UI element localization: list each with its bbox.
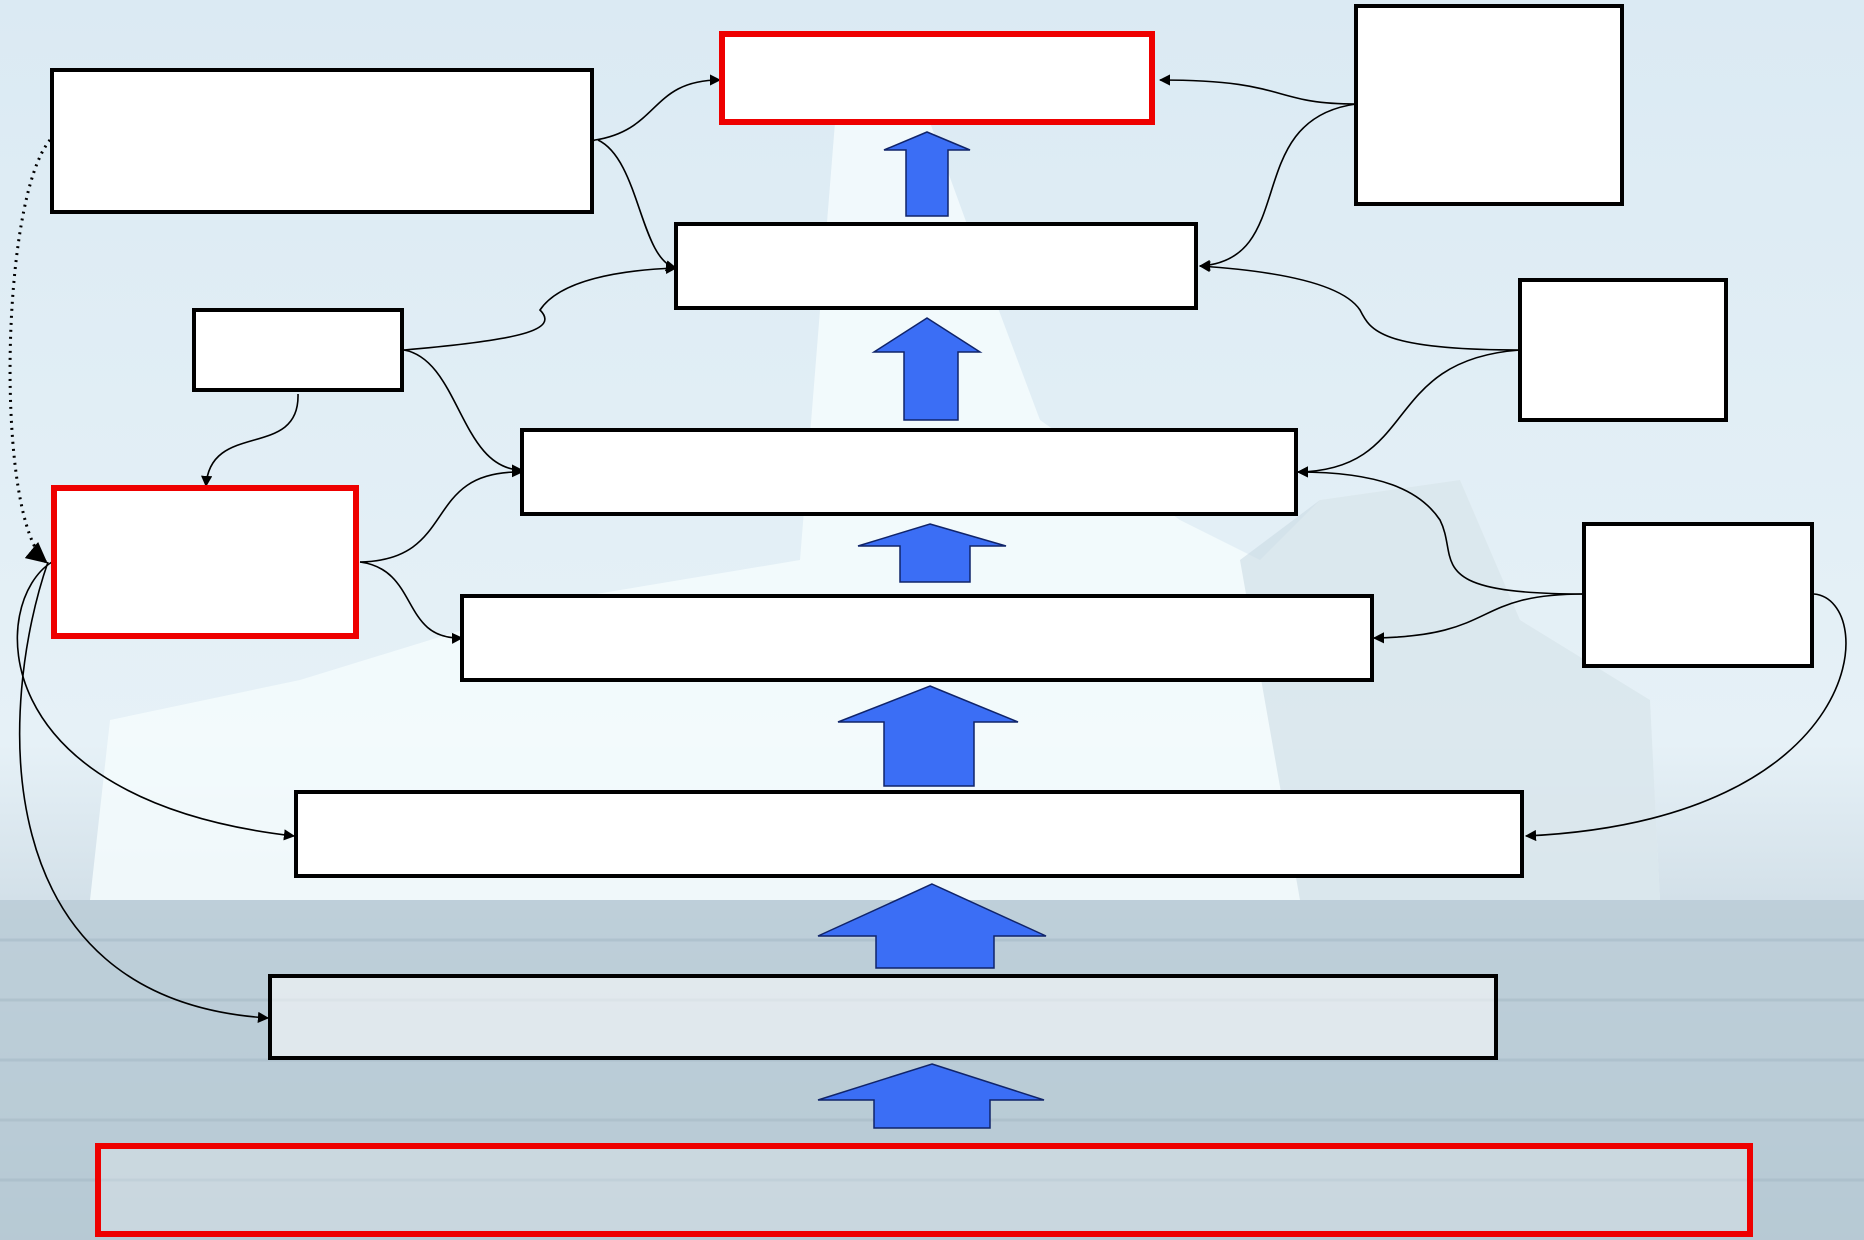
boxes <box>50 4 1814 1237</box>
connector-rightmid-level2 <box>1198 261 1521 351</box>
connector-dotted-topleft-leftred <box>8 139 52 564</box>
connector-leftred-level3 <box>359 466 524 563</box>
connector-rightlower-level4 <box>1372 593 1585 644</box>
connector-small-level2 <box>403 262 678 351</box>
box-left-red <box>51 485 359 639</box>
box-top-left-wide <box>50 68 594 214</box>
up-arrow-level4-level3 <box>857 523 1007 583</box>
box-level-2 <box>674 222 1198 310</box>
up-arrow-level5-level4 <box>837 685 1019 787</box>
connectors <box>8 74 1847 1023</box>
up-arrow-level6-level5 <box>817 883 1047 969</box>
up-arrow-level2-topcenter <box>883 131 971 217</box>
connector-rightlower-level3 <box>1296 466 1585 595</box>
box-small-left <box>192 308 404 392</box>
box-right-lower <box>1582 522 1814 668</box>
connector-rightmid-level3 <box>1296 349 1521 478</box>
box-level-6 <box>268 974 1498 1060</box>
box-level-5 <box>294 790 1524 878</box>
box-right-mid <box>1518 278 1728 422</box>
up-arrow-level3-level2 <box>871 317 983 421</box>
connector-topleft-topcenter <box>584 74 722 148</box>
up-arrow-bottom-level6 <box>817 1063 1045 1129</box>
box-level-3 <box>520 428 1298 516</box>
connector-small-leftred <box>201 393 299 488</box>
connector-rightlower-level5 <box>1524 593 1847 842</box>
box-top-center <box>719 31 1155 125</box>
box-level-4 <box>460 594 1374 682</box>
connector-topleft-level2 <box>597 139 678 272</box>
upward-arrows <box>817 131 1047 1129</box>
connector-leftred-level6 <box>18 561 270 1023</box>
connector-leftred-level4 <box>359 561 464 644</box>
connector-topright-level2 <box>1198 103 1357 271</box>
connector-leftred-level5 <box>16 561 296 841</box>
box-top-right <box>1354 4 1624 206</box>
connector-topright-topcenter <box>1158 74 1357 105</box>
box-bottom-base <box>95 1143 1753 1237</box>
connector-small-level3 <box>403 349 524 476</box>
